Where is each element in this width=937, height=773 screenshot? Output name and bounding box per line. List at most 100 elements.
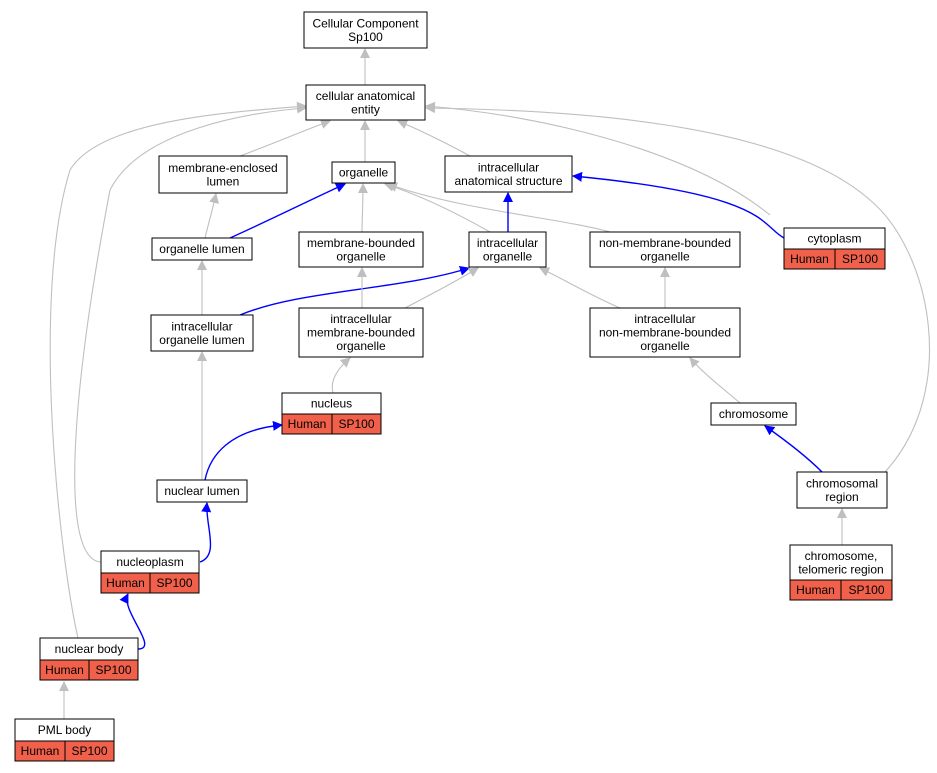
node-label-line: organelle (339, 166, 389, 180)
species-label: Human (106, 576, 145, 590)
edge-cytoplasm-to-cellular-anatomical-entity (425, 101, 771, 216)
gene-cell (64, 740, 115, 762)
node-label-line: organelle (336, 339, 386, 353)
gene-cell (331, 413, 382, 435)
node-box (710, 402, 797, 426)
edge-nuclear-body-to-nucleoplasm (119, 593, 146, 650)
node-intracellular-non-membrane-bounded-organelle[interactable]: intracellularnon-membrane-boundedorganel… (589, 307, 741, 358)
edge-nucleoplasm-to-cellular-anatomical-entity (74, 103, 307, 563)
node-box (158, 155, 288, 194)
node-organelle-lumen[interactable]: organelle lumen (151, 237, 253, 261)
node-label-line: chromosome (719, 407, 789, 421)
edge-layer (49, 48, 931, 720)
node-box (589, 231, 741, 268)
node-label-line: cytoplasm (807, 232, 861, 246)
node-label-line: intracellular (330, 312, 391, 326)
node-label-line: intracellular (478, 160, 539, 174)
species-label: Human (790, 252, 829, 266)
edge-nucleus-to-intracellular-membrane-bounded-organelle (331, 357, 351, 394)
node-nuclear-lumen[interactable]: nuclear lumen (156, 479, 248, 503)
node-box (305, 84, 426, 121)
gene-cell (88, 659, 139, 681)
node-label-line: Sp100 (348, 30, 383, 44)
node-box (331, 161, 396, 184)
edge-organelle-lumen-to-organelle (229, 183, 346, 239)
node-label-line: telomeric region (798, 562, 883, 576)
node-label-line: nucleus (311, 397, 352, 411)
node-label-line: intracellular (477, 236, 538, 250)
node-box (151, 237, 253, 261)
edge-nucleoplasm-to-nuclear-lumen (199, 502, 212, 563)
gene-cell (149, 572, 200, 594)
edge-chromosome-to-intracellular-non-membrane-bounded-organelle (689, 357, 741, 404)
node-label-line: Cellular Component (312, 16, 419, 30)
node-label-line: membrane-enclosed (168, 161, 277, 175)
node-label-line: cellular anatomical (316, 89, 415, 103)
species-label: Human (45, 663, 84, 677)
edge-nuclear-lumen-to-nucleus (204, 420, 283, 481)
node-chromosome[interactable]: chromosome (710, 402, 797, 426)
edge-non-membrane-bounded-organelle-to-organelle (387, 182, 611, 233)
node-box (298, 307, 424, 358)
node-label-line: membrane-bounded (307, 326, 415, 340)
gene-label: SP100 (338, 417, 374, 431)
node-label-line: intracellular (171, 319, 232, 333)
node-label-line: organelle (640, 249, 690, 263)
node-label-line: non-membrane-bounded (599, 236, 731, 250)
node-label-line: organelle (483, 249, 533, 263)
edge-intracellular-membrane-bounded-organelle-to-intracellular-organelle (404, 267, 479, 309)
gene-label: SP100 (71, 744, 107, 758)
node-label-line: nuclear body (55, 642, 124, 656)
edge-cytoplasm-to-intracellular-anatomical-structure (572, 171, 785, 239)
node-label-line: organelle (336, 249, 386, 263)
species-label: Human (796, 583, 835, 597)
species-label: Human (21, 744, 60, 758)
gene-cell (840, 579, 893, 601)
edge-intracellular-anatomical-structure-to-cellular-anatomical-entity (397, 119, 471, 157)
node-box (796, 471, 888, 509)
node-label-line: membrane-bounded (307, 236, 415, 250)
node-box (150, 314, 254, 352)
node-label-line: region (825, 490, 858, 504)
node-label-line: organelle (640, 339, 690, 353)
node-label-line: organelle lumen (159, 333, 244, 347)
node-organelle[interactable]: organelle (331, 161, 396, 184)
node-box (468, 231, 547, 268)
node-label-line: anatomical structure (454, 174, 562, 188)
edge-nuclear-body-to-cellular-anatomical-entity (49, 101, 307, 639)
node-label-line: PML body (38, 723, 92, 737)
node-box (444, 155, 573, 193)
edge-intracellular-non-membrane-bounded-organelle-to-intracellular-organelle (539, 267, 621, 309)
edge-intracellular-organelle-lumen-to-intracellular-organelle (239, 265, 470, 316)
node-label-line: non-membrane-bounded (599, 326, 731, 340)
node-label-line: intracellular (634, 312, 695, 326)
gene-label: SP100 (95, 663, 131, 677)
node-label-line: chromosomal (806, 476, 878, 490)
edge-chromosomal-region-to-chromosome (764, 425, 823, 473)
node-box (298, 231, 424, 268)
node-box (156, 479, 248, 503)
edge-organelle-lumen-to-membrane-enclosed-lumen (204, 193, 219, 239)
edge-membrane-enclosed-lumen-to-cellular-anatomical-entity (239, 119, 331, 157)
node-label-line: nuclear lumen (164, 484, 239, 498)
node-box (589, 307, 741, 358)
node-label-line: nucleoplasm (116, 555, 183, 569)
